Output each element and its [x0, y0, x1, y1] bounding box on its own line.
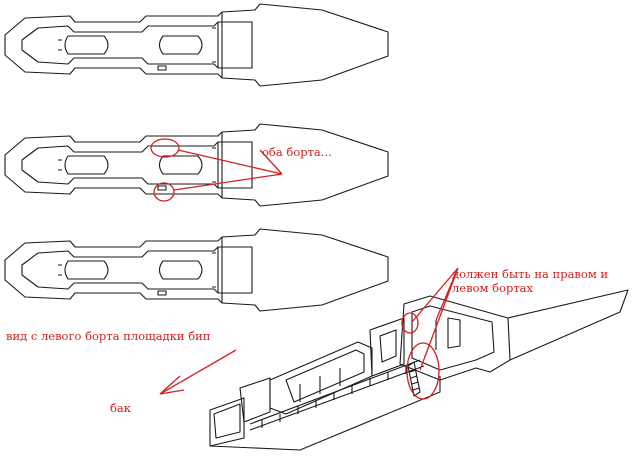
pointer-lines-must-be	[411, 267, 459, 371]
label-bow: бак	[110, 401, 132, 415]
plan-view-middle	[4, 123, 389, 207]
bow-direction-arrow	[159, 349, 237, 395]
plan-view-bottom	[4, 228, 389, 312]
label-must-be-line1: должен быть на правом и	[452, 267, 608, 281]
label-left-side-view: вид с левого борта площадки бип	[6, 329, 211, 343]
highlight-circle-ladder	[406, 342, 440, 400]
isometric-drawing	[209, 289, 629, 451]
label-both-sides: оба борта...	[262, 145, 332, 159]
pointer-lines-both-sides	[173, 149, 283, 191]
highlight-circle-upper-deck	[401, 312, 419, 334]
arrow-head	[159, 375, 185, 395]
plan-view-top	[4, 3, 389, 87]
highlight-circle-upper	[150, 138, 180, 158]
label-must-be-line2: левом бортах	[452, 281, 534, 295]
highlight-circle-lower	[153, 182, 175, 202]
